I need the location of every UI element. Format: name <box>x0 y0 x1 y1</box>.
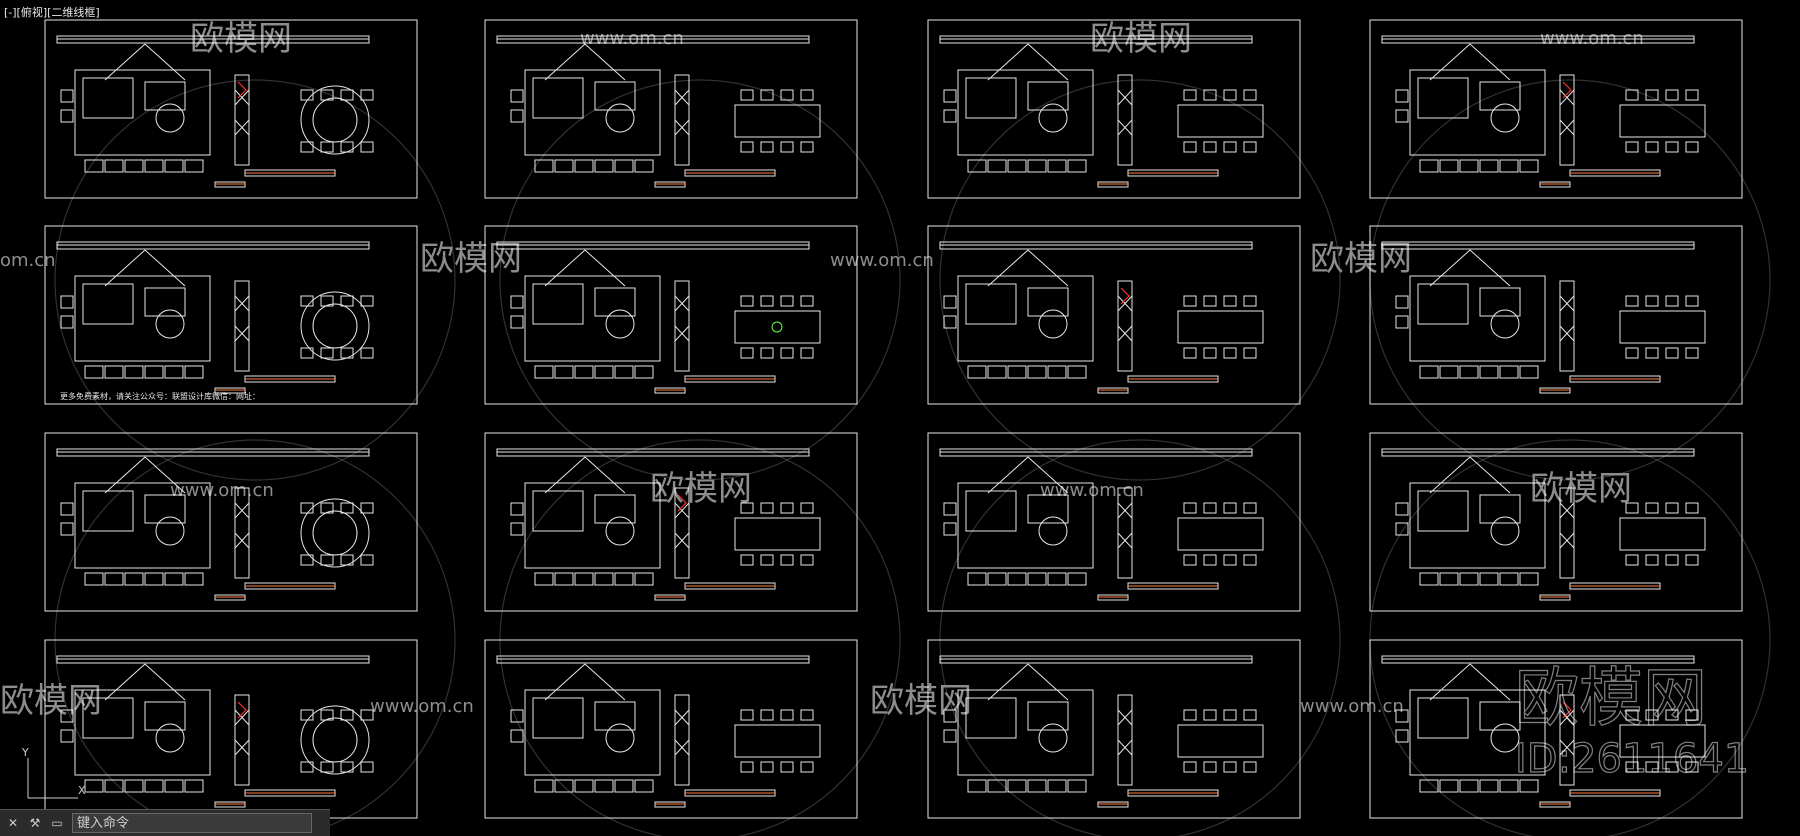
watermark-circle <box>939 79 1341 481</box>
watermark-brand: 欧模网 <box>0 681 102 721</box>
viewport-label[interactable]: [-][俯视][二维线框] <box>4 6 100 19</box>
watermark-brand: 欧模网 <box>870 681 972 721</box>
wrench-icon[interactable]: ⚒ <box>29 816 41 830</box>
sheet-frame <box>927 432 1301 612</box>
sheet-frame <box>1369 225 1743 405</box>
close-icon[interactable]: ✕ <box>7 816 19 830</box>
sheet-frame <box>44 639 418 819</box>
sheet-frame <box>927 225 1301 405</box>
big-watermark: 欧模网 ID:2611641 <box>1514 661 1749 782</box>
watermark-brand: 欧模网 <box>1530 469 1632 509</box>
watermark-url: www.om.cn <box>370 696 474 717</box>
sheet-frame <box>484 225 858 405</box>
watermark-url: www.om.cn <box>830 250 934 271</box>
watermark-circle <box>54 79 456 481</box>
ucs-x-label: X <box>78 784 86 797</box>
sheet-frame <box>484 19 858 199</box>
command-line-bar: ✕ ⚒ ▭ <box>0 809 330 836</box>
watermark-url: www.om.cn <box>1540 28 1644 49</box>
sheet-frame <box>44 19 418 199</box>
drawing-sheets <box>44 19 1743 819</box>
sheet-frame <box>927 19 1301 199</box>
watermark-brand: 欧模网 <box>1090 19 1192 59</box>
sheet-frame <box>927 639 1301 819</box>
watermark-url: www.om.cn <box>1300 696 1404 717</box>
ucs-icon: Y X <box>21 748 86 799</box>
sheet-frame <box>484 639 858 819</box>
watermark-url: www.om.cn <box>170 480 274 501</box>
watermark-url: om.cn <box>0 250 56 271</box>
big-watermark-brand: 欧模网 <box>1515 662 1707 736</box>
sheet-frame <box>44 225 418 405</box>
watermark-brand: 欧模网 <box>1310 239 1412 279</box>
watermark-circle <box>1369 439 1771 836</box>
watermark-brand: 欧模网 <box>420 239 522 279</box>
watermark-brand: 欧模网 <box>190 19 292 59</box>
watermark-layer: 欧模网 www.om.cn 欧模网 www.om.cn om.cn 欧模网 ww… <box>0 19 1771 836</box>
command-prompt-icon[interactable]: ▭ <box>51 816 63 830</box>
sheet-frame <box>1369 639 1743 819</box>
command-input[interactable] <box>72 813 312 833</box>
watermark-circle <box>939 439 1341 836</box>
sheet-frame <box>1369 432 1743 612</box>
sheet-frame <box>484 432 858 612</box>
watermark-brand: 欧模网 <box>650 469 752 509</box>
sheet-frame <box>44 432 418 612</box>
watermark-circle <box>1369 79 1771 481</box>
watermark-id: ID:2611641 <box>1515 736 1749 782</box>
watermark-circle <box>54 439 456 836</box>
sheet-frame <box>1369 19 1743 199</box>
watermark-url: www.om.cn <box>1040 480 1144 501</box>
watermark-circle <box>499 79 901 481</box>
watermark-circle <box>499 439 901 836</box>
watermark-url: www.om.cn <box>580 28 684 49</box>
ucs-y-label: Y <box>21 748 29 759</box>
promo-note: 更多免费素材，请关注公众号：联盟设计库微信：网址： <box>60 391 260 401</box>
